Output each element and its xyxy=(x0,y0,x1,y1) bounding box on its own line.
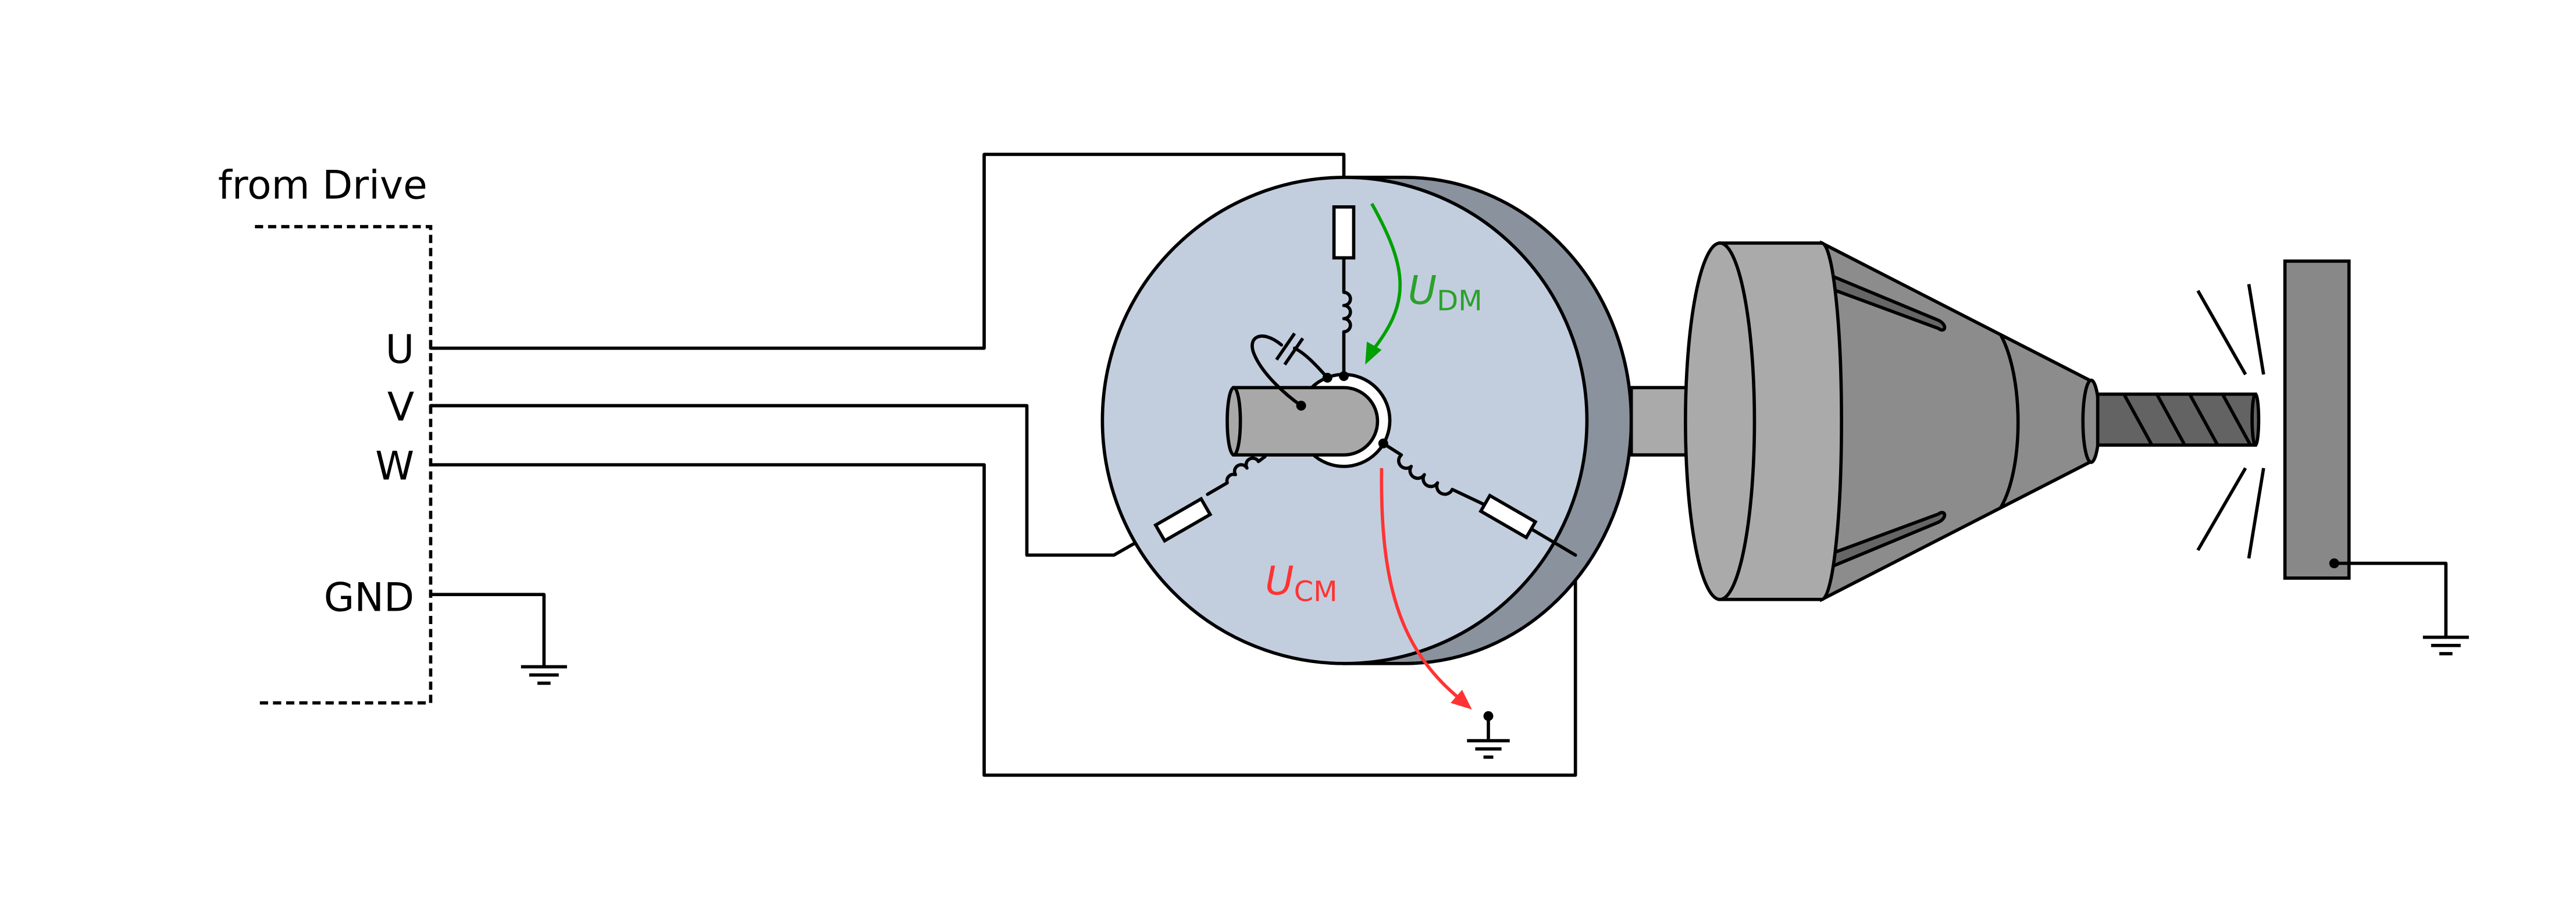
ucm-label: UCM xyxy=(1265,558,1338,608)
resistor-w xyxy=(1478,493,1538,540)
ground-icon xyxy=(1467,716,1510,759)
coupling-face xyxy=(1684,241,1756,601)
terminal-u-label: U xyxy=(386,326,415,372)
ucm-arrowhead xyxy=(1451,690,1472,710)
source-title: from Drive xyxy=(218,162,427,208)
udm-arrow xyxy=(1370,202,1402,353)
terminal-w-label: W xyxy=(375,443,414,489)
terminal-v-label: V xyxy=(387,384,414,430)
node-dot xyxy=(1339,371,1349,382)
grounded-plate xyxy=(2283,259,2351,580)
plate-ground-wire xyxy=(2332,561,2448,637)
inductor-v xyxy=(1206,455,1267,496)
capacitor-lead xyxy=(1292,346,1330,380)
thread-lines xyxy=(2122,393,2252,446)
ground-icon xyxy=(521,665,567,685)
udm-label: UDM xyxy=(1408,267,1483,317)
cone-edge xyxy=(1999,334,2020,508)
capacitor-loop xyxy=(1250,334,1303,408)
threaded-shaft xyxy=(2096,392,2257,447)
resistor-v xyxy=(1153,496,1213,543)
rotor-end xyxy=(1225,386,1242,457)
node-dot xyxy=(1296,401,1306,411)
ground-icon xyxy=(2422,635,2469,655)
wire-u xyxy=(429,152,1346,350)
resistor-u xyxy=(1332,205,1356,260)
slot-bottom xyxy=(1830,511,1947,569)
wire-v xyxy=(429,404,1162,557)
node-dot xyxy=(1378,438,1388,448)
terminal-gnd-label: GND xyxy=(324,574,414,620)
node-dot xyxy=(1322,373,1332,383)
rotor xyxy=(1232,386,1380,457)
shaft-tip xyxy=(2250,392,2261,447)
capacitor-icon xyxy=(1275,332,1305,366)
slot-top xyxy=(1830,273,1947,332)
inductor-w xyxy=(1381,441,1485,506)
spark-icon xyxy=(2196,284,2265,559)
wire-gnd xyxy=(429,593,546,667)
inductor-u xyxy=(1342,256,1352,378)
wire-w-end xyxy=(1529,527,1577,557)
udm-arrowhead xyxy=(1365,341,1382,365)
ucm-arrow xyxy=(1380,468,1460,700)
